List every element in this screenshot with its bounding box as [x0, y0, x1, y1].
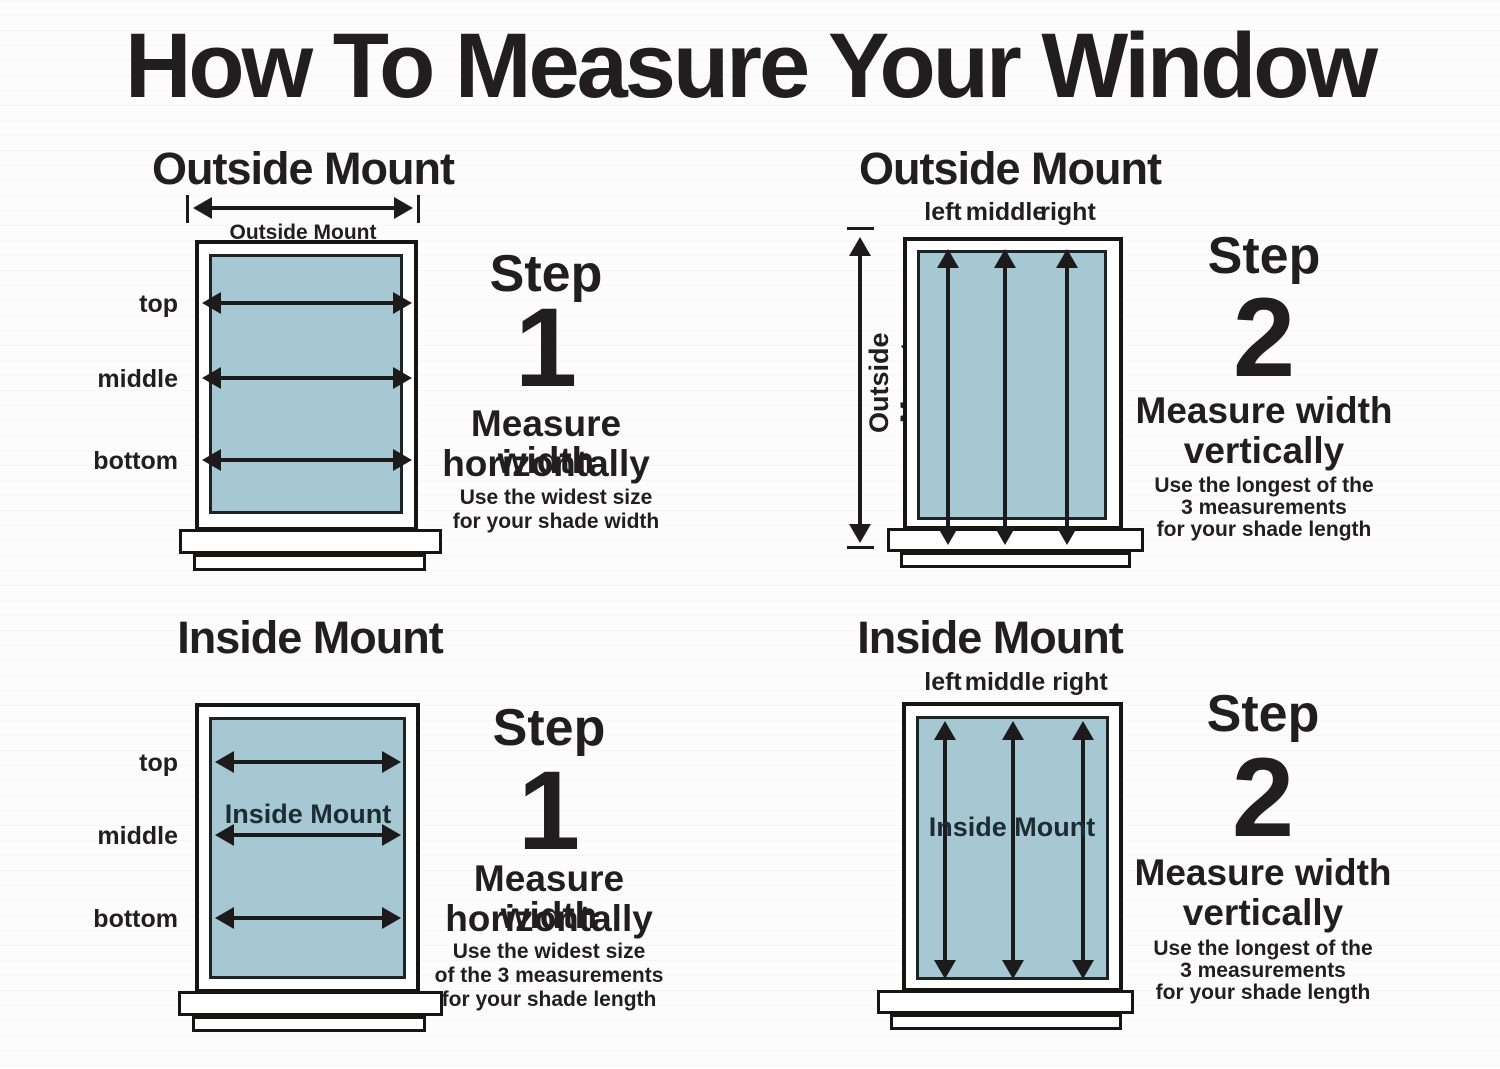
row-label-top: top [139, 749, 178, 777]
measure-tick-right [417, 195, 420, 223]
window-apron [890, 1014, 1122, 1030]
quadrant-heading: Inside Mount [857, 612, 1123, 663]
measure-tick-bottom [847, 546, 874, 549]
step-number: 1 [517, 748, 581, 873]
step-note-line: Use the longest of the [1154, 474, 1374, 497]
col-label-middle: middle [965, 198, 1047, 226]
step-number: 2 [1231, 735, 1295, 860]
col-label-right: right [1052, 668, 1108, 696]
window-sill [179, 529, 442, 554]
step-note: Use the longest of the 3 measurements fo… [1133, 938, 1393, 1004]
page-title: How To Measure Your Window [124, 15, 1378, 117]
vertical-arrow-left [934, 721, 956, 979]
col-label-middle: middle [964, 668, 1046, 696]
measure-tick-top [847, 227, 874, 230]
horizontal-arrow-middle [215, 824, 401, 846]
step-note-line: for your shade width [452, 510, 660, 533]
step-title-line1: Measure width [1134, 852, 1392, 893]
step-note-line: 3 measurements [1180, 959, 1346, 982]
step-title-line1: Measure width [470, 403, 622, 481]
horizontal-arrow-top [202, 292, 412, 314]
row-label-top: top [139, 290, 178, 318]
col-label-left: left [924, 668, 962, 696]
step-word: Step [1207, 227, 1321, 285]
window-glass [209, 717, 406, 979]
inner-mount-label: Inside Mount [224, 799, 392, 829]
inner-mount-label: Inside Mount [928, 812, 1096, 842]
step-note-line: 3 measurements [1181, 496, 1347, 519]
window-glass [209, 254, 403, 514]
window-apron [193, 554, 426, 571]
col-label-left: left [924, 198, 962, 226]
step-note-line: for your shade length [1156, 518, 1372, 541]
step-note-line: Use the longest of the [1153, 937, 1373, 960]
col-label-right: right [1040, 198, 1096, 226]
step-title-line2: vertically [1183, 430, 1345, 471]
step-title-line1: Measure width [1135, 390, 1393, 431]
quadrant-heading: Outside Mount [152, 143, 455, 194]
step-note-line: of the 3 measurements [434, 964, 664, 987]
window-sill [877, 990, 1134, 1014]
vertical-arrow-middle [1002, 721, 1024, 979]
step-number: 2 [1232, 275, 1296, 400]
window-sill [178, 991, 443, 1016]
step-note: Use the widest size of the 3 measurement… [411, 940, 687, 1012]
horizontal-arrow-bottom [215, 907, 401, 929]
step-title-line2: horizontally [442, 443, 650, 484]
measure-tick-left [186, 195, 189, 223]
step-note-line: for your shade length [1155, 981, 1371, 1004]
row-label-bottom: bottom [93, 905, 178, 933]
step-note-line: for your shade length [441, 988, 657, 1011]
step-note: Use the longest of the 3 measurements fo… [1134, 475, 1394, 541]
vertical-arrow-right [1072, 721, 1094, 979]
vertical-arrow-right [1056, 249, 1078, 545]
horizontal-arrow-middle [202, 367, 412, 389]
step-word: Step [492, 699, 606, 757]
step-note: Use the widest size for your shade width [418, 486, 694, 534]
step-number: 1 [514, 285, 578, 410]
quadrant-heading: Outside Mount [859, 143, 1162, 194]
step-note-line: Use the widest size [459, 486, 653, 509]
measure-arrow-label: Outside Mount [864, 332, 925, 434]
window-apron [900, 552, 1131, 568]
step-title-line2: vertically [1182, 892, 1344, 933]
step-title-line1: Measure width [473, 858, 625, 936]
window-apron [192, 1016, 426, 1032]
row-label-bottom: bottom [93, 447, 178, 475]
height-measure-arrow [849, 237, 871, 543]
horizontal-arrow-bottom [202, 449, 412, 471]
step-word: Step [489, 245, 603, 303]
quadrant-heading: Inside Mount [177, 612, 443, 663]
vertical-arrow-left [937, 249, 959, 545]
step-note-line: Use the widest size [452, 940, 646, 963]
step-word: Step [1206, 685, 1320, 743]
row-label-middle: middle [97, 822, 178, 850]
vertical-arrow-middle [994, 249, 1016, 545]
measure-arrow-label: Outside Mount [229, 221, 377, 244]
width-measure-arrow [193, 197, 413, 219]
horizontal-arrow-top [215, 751, 401, 773]
row-label-middle: middle [97, 365, 178, 393]
step-title-line2: horizontally [445, 898, 653, 939]
